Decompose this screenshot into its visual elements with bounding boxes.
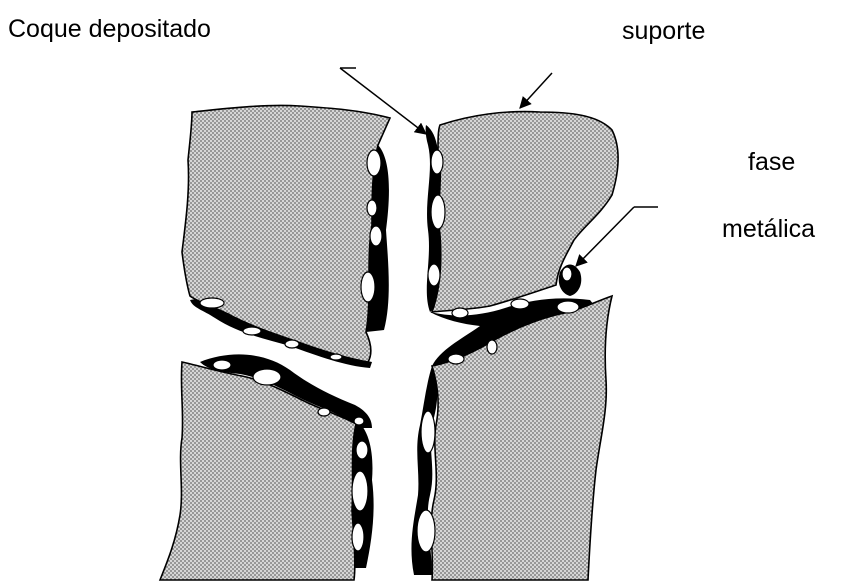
metal-particle [557, 301, 579, 313]
metal-particle [511, 299, 529, 309]
support-particle-bottom-right [431, 296, 612, 580]
metal-particle [448, 354, 464, 364]
metal-particle [487, 340, 497, 354]
metal-particle [330, 354, 342, 360]
metal-particle [356, 441, 368, 459]
label-support: suporte [622, 19, 705, 44]
metal-particle [431, 195, 445, 229]
support-particle-top-right [432, 112, 618, 312]
metal-particle [562, 267, 572, 281]
metal-particle [200, 298, 224, 308]
metal-particle [431, 150, 443, 174]
metal-particle [243, 327, 261, 335]
metal-particle [213, 360, 231, 370]
metal-particle [367, 150, 381, 176]
metal-particle [285, 340, 299, 348]
metal-particle [354, 417, 364, 425]
metal-particle [361, 272, 375, 302]
metal-particle [421, 411, 435, 453]
metal-particle [318, 408, 330, 416]
metal-particle [352, 471, 368, 511]
support-particles [160, 105, 618, 580]
metal-particle [367, 200, 377, 216]
metal-particle [370, 226, 382, 246]
metal-particle [352, 523, 364, 551]
label-metallic-phase-line1: fase [748, 150, 795, 175]
support-particle-top-left [182, 105, 390, 362]
metal-particle [428, 264, 440, 286]
metal-particle [253, 369, 281, 385]
support-arrow [520, 73, 552, 108]
label-metallic-phase-line2: metálica [722, 217, 815, 242]
label-deposited-coke: Coque depositado [8, 17, 211, 42]
metal-particle [417, 510, 435, 552]
metal-particle [452, 308, 468, 318]
